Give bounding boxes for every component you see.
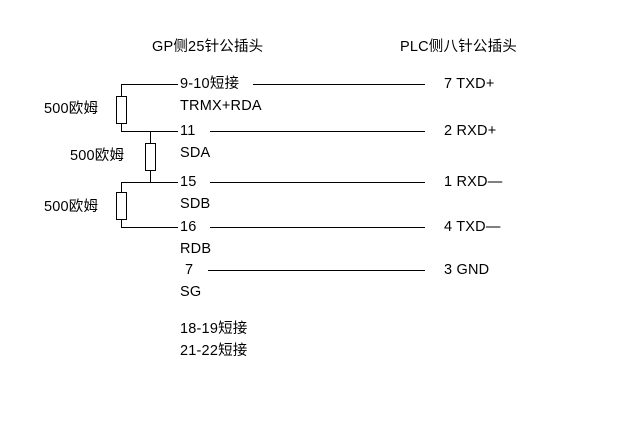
left-pin-2-signal: SDA bbox=[180, 145, 211, 161]
wire-row-4 bbox=[210, 227, 425, 228]
left-pin-2-number: 11 bbox=[180, 123, 196, 139]
wire-row-2 bbox=[210, 131, 425, 132]
left-pin-1-signal: TRMX+RDA bbox=[180, 98, 262, 114]
left-pin-5-signal: SG bbox=[180, 284, 202, 300]
left-pin-3-number: 15 bbox=[180, 174, 197, 190]
note-1: 18-19短接 bbox=[180, 321, 248, 337]
right-pin-2: 2 RXD+ bbox=[444, 123, 497, 139]
wire-row-3 bbox=[210, 182, 425, 183]
resistor-1-body bbox=[116, 96, 127, 124]
left-pin-5-number: 7 bbox=[185, 262, 194, 278]
right-pin-3: 1 RXD— bbox=[444, 174, 503, 190]
wire-row-1 bbox=[253, 84, 425, 85]
right-pin-5: 3 GND bbox=[444, 262, 490, 278]
left-pin-3-signal: SDB bbox=[180, 196, 211, 212]
left-pin-4-number: 16 bbox=[180, 219, 197, 235]
left-pin-1-number: 9-10短接 bbox=[180, 76, 240, 92]
wire-row-5 bbox=[208, 270, 425, 271]
bracket-3-bottom-wire bbox=[121, 227, 178, 228]
right-pin-4: 4 TXD— bbox=[444, 219, 501, 235]
left-pin-4-signal: RDB bbox=[180, 241, 212, 257]
resistor-2-label: 500欧姆 bbox=[70, 148, 125, 164]
resistor-3-label: 500欧姆 bbox=[44, 199, 99, 215]
right-pin-1: 7 TXD+ bbox=[444, 76, 495, 92]
resistor-3-body bbox=[116, 192, 127, 220]
right-connector-title: PLC侧八针公插头 bbox=[400, 39, 518, 55]
left-connector-title: GP侧25针公插头 bbox=[152, 39, 264, 55]
bracket-3-top-wire bbox=[121, 182, 178, 183]
bracket-1-top-wire bbox=[121, 84, 178, 85]
resistor-2-body bbox=[145, 143, 156, 171]
resistor-1-label: 500欧姆 bbox=[44, 101, 99, 117]
bracket-1-bottom-wire bbox=[121, 131, 178, 132]
note-2: 21-22短接 bbox=[180, 343, 248, 359]
